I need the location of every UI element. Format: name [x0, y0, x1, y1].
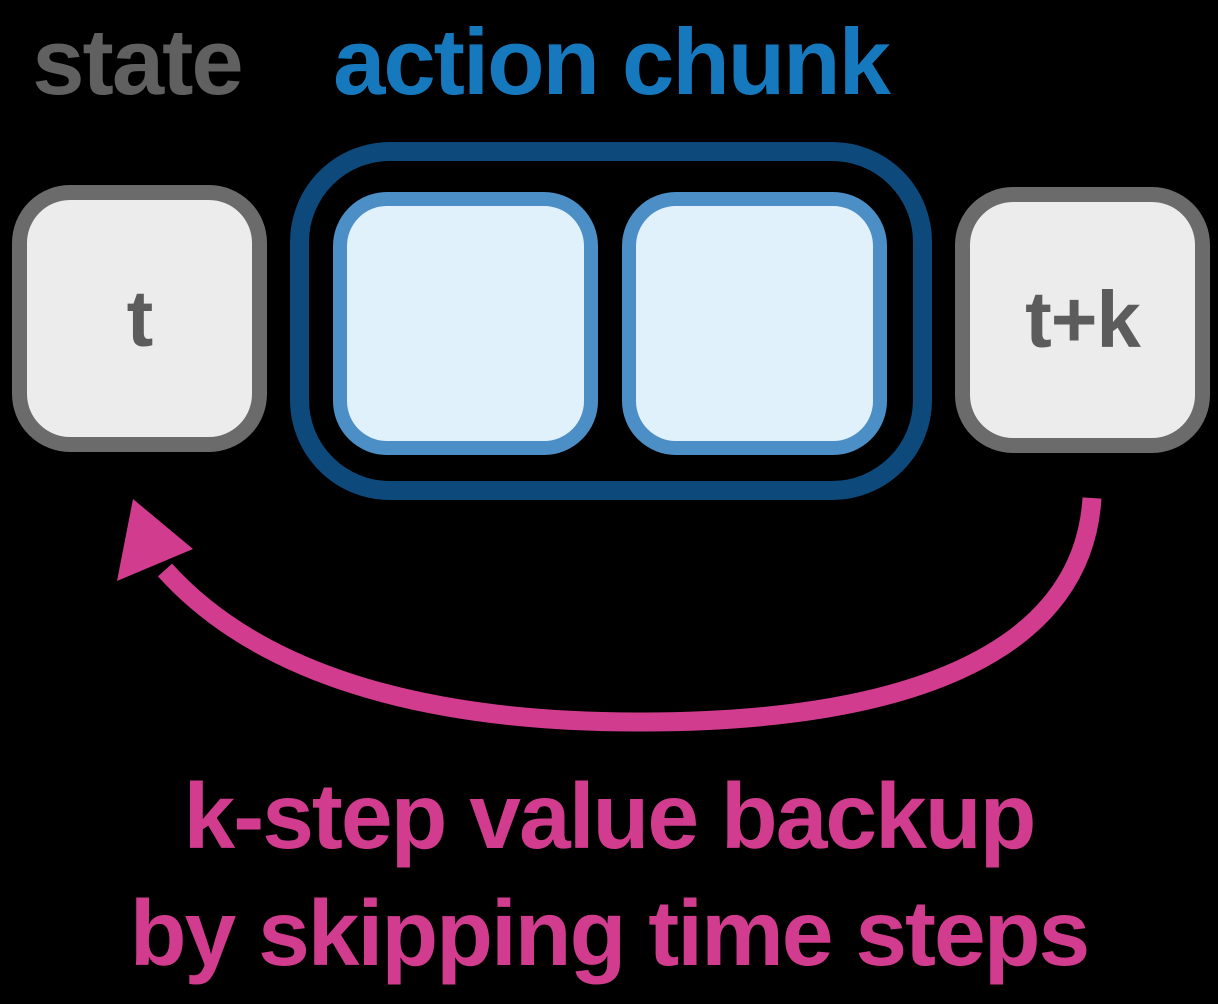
- caption: k-step value backup by skipping time ste…: [0, 758, 1218, 992]
- state-node-t: t: [12, 185, 267, 452]
- state-node-t-plus-k: t+k: [955, 187, 1210, 453]
- caption-line-1: k-step value backup: [183, 764, 1037, 868]
- caption-line-2: by skipping time steps: [129, 881, 1091, 985]
- action-chunk-group: [290, 142, 932, 500]
- state-node-t-label: t: [126, 273, 154, 363]
- action-slot-2: [622, 192, 887, 455]
- state-label: state: [32, 9, 243, 114]
- k-step-backup-arrow-curve: [157, 497, 1102, 732]
- action-slot-1: [333, 192, 598, 455]
- action-chunk-label: action chunk: [333, 9, 891, 114]
- k-step-backup-arrowhead-icon: [117, 499, 193, 581]
- state-node-t-plus-k-label: t+k: [1025, 275, 1141, 364]
